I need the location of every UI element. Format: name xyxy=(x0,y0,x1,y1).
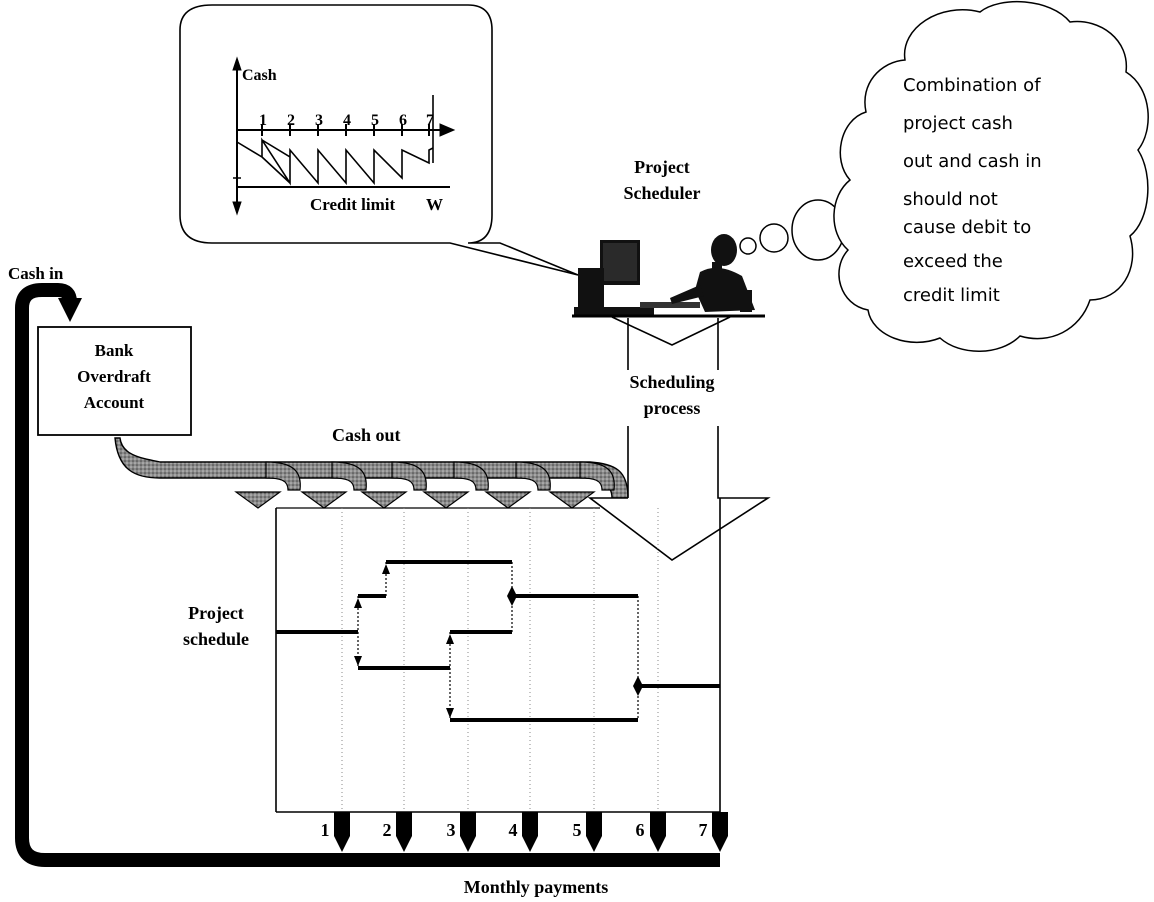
bank-account-box xyxy=(37,326,192,436)
cash-out-arrowhead xyxy=(234,491,282,509)
thought-dot-small xyxy=(739,237,757,255)
mini-x-tick-label: 4 xyxy=(343,112,351,129)
payment-arrow xyxy=(460,812,476,852)
mini-x-tick-label: 7 xyxy=(426,112,434,129)
payment-arrow xyxy=(712,812,728,852)
payment-arrow xyxy=(650,812,666,852)
cash-out-lobe xyxy=(579,461,615,491)
schedule-label-line2: schedule xyxy=(183,629,249,649)
cash-out-lobe xyxy=(515,461,551,491)
scheduler-computer-icon xyxy=(574,240,700,315)
mini-y-axis-arrow-up xyxy=(232,56,242,71)
link-arrow-2 xyxy=(354,656,362,666)
month-label: 3 xyxy=(447,820,456,840)
scheduling-label-line2: process xyxy=(644,398,701,418)
cash-out-lobe xyxy=(391,461,427,491)
mini-credit-symbol: W xyxy=(426,195,443,214)
thought-dot-medium xyxy=(759,223,789,253)
mini-x-tick-label: 2 xyxy=(287,112,295,129)
mini-x-tick-labels: 1 2 3 4 5 6 7 xyxy=(259,112,434,129)
cash-out-arrowhead xyxy=(422,491,470,509)
thought-text: Combination of project cash out and cash… xyxy=(903,75,1042,306)
mini-credit-label: Credit limit xyxy=(310,195,395,214)
scheduling-process-arrow xyxy=(587,318,771,561)
thought-cloud xyxy=(833,0,1149,352)
cash-out-lobes xyxy=(234,461,615,509)
cash-out-arrowhead xyxy=(360,491,408,509)
thought-line-3: out and cash in xyxy=(903,151,1042,172)
bubble-mini-chart xyxy=(232,56,456,216)
month-labels: 1 2 3 4 5 6 7 xyxy=(321,820,708,840)
cash-out-lobe xyxy=(265,461,301,491)
mini-cash-sawtooth xyxy=(236,137,434,186)
mini-x-tick-label: 6 xyxy=(399,112,407,129)
thought-line-2: project cash xyxy=(903,113,1013,134)
thought-line-4: should not xyxy=(903,189,998,210)
cash-out-arrowhead xyxy=(484,491,532,509)
month-label: 1 xyxy=(321,820,330,840)
bank-label-line3: Account xyxy=(84,393,145,412)
cash-out-label: Cash out xyxy=(332,425,401,445)
mini-y-axis-arrow-down xyxy=(232,201,242,216)
thought-line-5: cause debit to xyxy=(903,217,1031,238)
month-label: 2 xyxy=(383,820,392,840)
mini-x-tick-label: 1 xyxy=(259,112,267,129)
link-arrow-1 xyxy=(354,598,362,608)
scheduler-label-line2: Scheduler xyxy=(623,183,700,203)
payment-arrow xyxy=(522,812,538,852)
bank-label-line1: Bank xyxy=(95,341,134,360)
mini-x-ticks xyxy=(261,124,430,136)
mini-x-tick-label: 5 xyxy=(371,112,379,129)
link-arrow-6 xyxy=(507,586,517,596)
bank-label-line2: Overdraft xyxy=(77,367,151,386)
grid-month-lines xyxy=(341,508,659,812)
cash-in-loop xyxy=(15,283,720,867)
thought-bubbles xyxy=(739,199,845,261)
gantt-bars xyxy=(276,560,720,722)
link-arrow-8 xyxy=(633,676,643,686)
link-arrow-9 xyxy=(633,686,643,696)
schedule-label-line1: Project xyxy=(188,603,244,623)
scheduling-label-line1: Scheduling xyxy=(629,372,714,392)
mini-y-label: Cash xyxy=(242,67,277,84)
payment-arrow xyxy=(396,812,412,852)
cash-out-main-stream xyxy=(114,437,629,499)
cash-in-arrowhead xyxy=(58,298,82,322)
scheduling-label-bg xyxy=(596,370,746,426)
scheduling-funnel xyxy=(611,316,731,346)
link-arrow-7 xyxy=(507,596,517,606)
speech-bubble xyxy=(179,4,579,276)
link-arrow-3 xyxy=(382,564,390,574)
mini-x-tick-label: 3 xyxy=(315,112,323,129)
link-arrow-4 xyxy=(446,634,454,644)
gantt-link-arrows xyxy=(354,564,643,718)
cash-out-lobe xyxy=(331,461,367,491)
thought-line-6: exceed the xyxy=(903,251,1003,272)
month-label: 6 xyxy=(636,820,645,840)
cash-out-arrowhead xyxy=(548,491,596,509)
scheduler-person-icon xyxy=(670,234,755,312)
thought-line-7: credit limit xyxy=(903,285,1000,306)
monthly-payments-label: Monthly payments xyxy=(464,877,609,897)
link-arrow-5 xyxy=(446,708,454,718)
gantt-links xyxy=(357,562,639,720)
scheduler-label-line1: Project xyxy=(634,157,690,177)
month-label: 4 xyxy=(509,820,518,840)
mini-x-axis-arrow xyxy=(439,123,456,137)
payment-arrow xyxy=(586,812,602,852)
thought-line-1: Combination of xyxy=(903,75,1041,96)
cash-in-label: Cash in xyxy=(8,264,64,283)
monthly-payment-arrows xyxy=(334,812,728,852)
cash-out-arrowhead xyxy=(300,491,348,509)
month-label: 5 xyxy=(573,820,582,840)
month-label: 7 xyxy=(699,820,708,840)
cash-out-lobe xyxy=(453,461,489,491)
payment-arrow xyxy=(334,812,350,852)
